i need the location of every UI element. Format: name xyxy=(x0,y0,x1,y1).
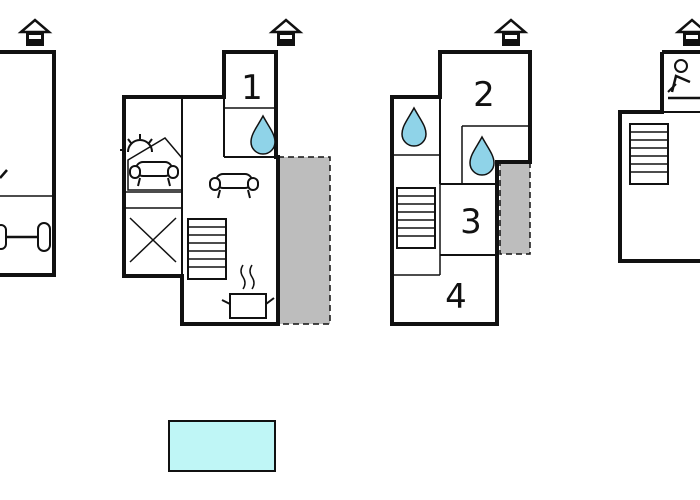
room-number-2: 2 xyxy=(473,75,495,115)
water-drop-icon xyxy=(469,136,495,176)
terrace xyxy=(277,156,331,325)
room-number-4: 4 xyxy=(445,277,467,317)
sofa-icon xyxy=(129,161,179,187)
cross-void-icon xyxy=(129,217,177,263)
plan-b: 1 xyxy=(120,18,331,326)
staircase-icon xyxy=(187,218,227,280)
sofa-icon xyxy=(209,173,259,199)
water-drop-icon xyxy=(250,115,276,155)
water-drop-icon xyxy=(401,107,427,147)
dumbbell-icon xyxy=(0,169,51,252)
staircase-icon xyxy=(629,123,669,185)
house-marker-icon xyxy=(19,18,51,48)
plan-d xyxy=(618,18,700,263)
plan-a xyxy=(0,18,56,277)
sun-icon xyxy=(120,134,153,153)
house-marker-icon xyxy=(495,18,527,48)
house-marker-icon xyxy=(676,18,700,48)
cooking-pot-icon xyxy=(221,264,275,319)
room-number-1: 1 xyxy=(241,68,263,108)
terrace xyxy=(499,161,531,255)
house-marker-icon xyxy=(270,18,302,48)
swimming-pool xyxy=(168,420,276,472)
room-number-3: 3 xyxy=(460,202,482,242)
sauna-person-icon xyxy=(667,59,700,100)
plan-c: 2 3 4 xyxy=(390,18,532,326)
staircase-icon xyxy=(396,187,436,249)
